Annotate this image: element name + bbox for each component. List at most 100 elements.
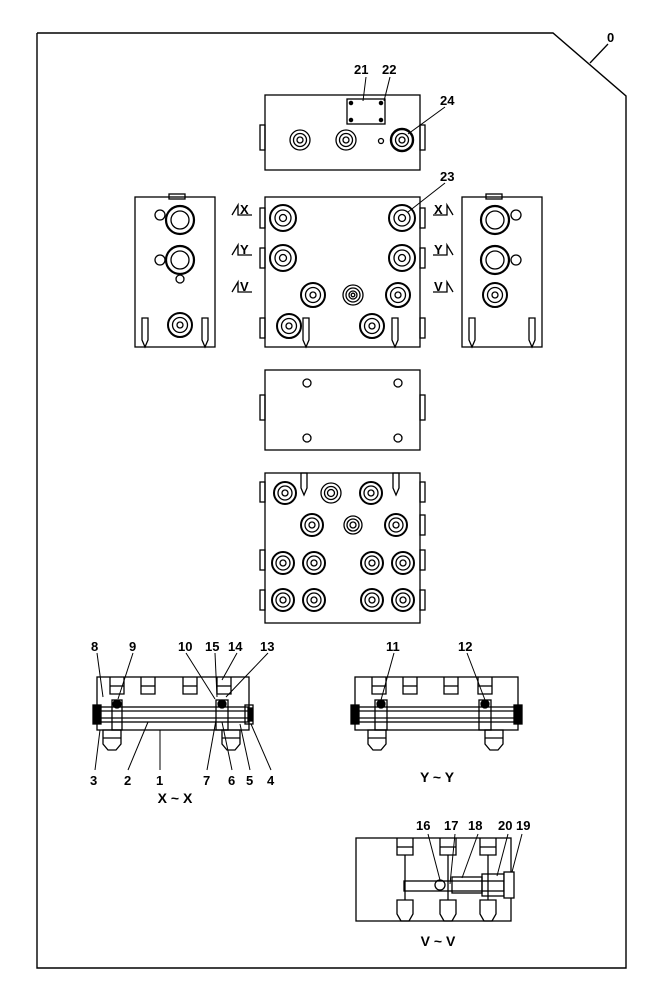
check-valve-bottom <box>479 899 497 922</box>
top-port <box>335 129 357 151</box>
nameplate-rivet <box>348 117 354 123</box>
section-label-x-left: X <box>240 202 249 217</box>
callout-12: 12 <box>458 639 472 654</box>
check-valve-bottom <box>102 729 122 751</box>
right-side-boss <box>485 193 503 200</box>
top-port <box>289 129 311 151</box>
top-port <box>338 132 354 148</box>
section-label-y-right: Y <box>434 242 443 257</box>
check-valve-bottom <box>439 899 457 922</box>
mounting-hole <box>302 433 312 443</box>
relief-spring-housing <box>481 873 505 897</box>
bottom-lug <box>259 394 266 421</box>
side-fitting <box>141 317 149 349</box>
callout-13: 13 <box>260 639 274 654</box>
top-view-port-lug-left <box>259 124 266 151</box>
section-marker-y-right <box>433 242 454 256</box>
callout-14: 14 <box>228 639 243 654</box>
callout-2: 2 <box>124 773 131 788</box>
rear-view-block <box>264 472 421 624</box>
callout-3: 3 <box>90 773 97 788</box>
drawing-frame <box>36 32 627 969</box>
rear-lug <box>419 589 426 611</box>
callout-15: 15 <box>205 639 219 654</box>
check-ball <box>217 699 227 709</box>
front-port <box>269 204 297 232</box>
mounting-hole <box>302 378 312 388</box>
port-24 <box>389 127 415 153</box>
check-valve-bottom <box>221 729 241 751</box>
section-yy-block <box>354 676 519 731</box>
section-marker-x-left <box>231 202 252 216</box>
spool-end-plug-right <box>244 704 254 725</box>
nameplate-rivet <box>348 100 354 106</box>
front-fitting <box>302 317 310 349</box>
check-ball <box>376 699 386 709</box>
rear-lug <box>419 514 426 536</box>
left-side-view <box>134 193 216 349</box>
rear-port <box>271 588 295 612</box>
mounting-hole <box>393 433 403 443</box>
top-port <box>342 136 350 144</box>
front-port <box>276 313 302 339</box>
callout-9: 9 <box>129 639 136 654</box>
relief-valve <box>164 204 196 236</box>
nameplate-rivet <box>378 117 384 123</box>
section-xx <box>92 676 254 751</box>
front-center-plug <box>342 284 364 306</box>
side-port <box>482 282 508 308</box>
top-view <box>259 94 426 171</box>
rear-port <box>271 551 295 575</box>
rear-port <box>384 513 408 537</box>
right-side-view <box>461 193 543 349</box>
relief-cap-19 <box>503 871 515 899</box>
section-yy <box>350 676 523 751</box>
callout-22: 22 <box>382 62 396 77</box>
side-plug <box>175 274 185 284</box>
rear-center-plug <box>320 482 342 504</box>
callout-17: 17 <box>444 818 458 833</box>
nameplate <box>346 98 386 125</box>
rear-port <box>360 551 384 575</box>
rear-lug <box>259 549 266 571</box>
section-xx-block <box>96 676 250 731</box>
callout-8: 8 <box>91 639 98 654</box>
mounting-hole <box>393 378 403 388</box>
spool-bore <box>354 706 519 723</box>
spool-bore <box>96 706 250 723</box>
spool-end-plug-left <box>92 704 102 725</box>
callout-10: 10 <box>178 639 192 654</box>
rear-fitting <box>392 472 400 497</box>
callout-5: 5 <box>246 773 253 788</box>
relief-valve-nub <box>510 254 522 266</box>
rear-view <box>259 472 426 624</box>
rear-port <box>391 551 415 575</box>
rear-port <box>302 588 326 612</box>
relief-spool <box>403 880 505 892</box>
check-valve-bottom <box>367 729 387 751</box>
rear-lug <box>419 549 426 571</box>
side-port <box>167 312 193 338</box>
relief-valve <box>479 204 511 236</box>
front-lug <box>259 207 266 229</box>
leader-lines <box>94 76 523 885</box>
top-port <box>296 136 304 144</box>
rear-center-plug <box>343 515 363 535</box>
check-valve-bottom <box>484 729 504 751</box>
relief-valve <box>479 244 511 276</box>
callout-7: 7 <box>203 773 210 788</box>
left-side-boss <box>168 193 186 200</box>
relief-valve <box>485 210 505 230</box>
bottom-view-block <box>264 369 421 451</box>
rear-lug <box>259 481 266 503</box>
page-number-leader <box>589 43 609 64</box>
front-port <box>269 244 297 272</box>
check-valve-bottom <box>396 899 414 922</box>
rear-lug <box>259 589 266 611</box>
page-number: 0 <box>607 30 614 45</box>
port-24 <box>398 136 406 144</box>
front-port <box>300 282 326 308</box>
section-title-yy: Y ~ Y <box>420 769 455 785</box>
spool-end-plug-right <box>513 704 523 725</box>
